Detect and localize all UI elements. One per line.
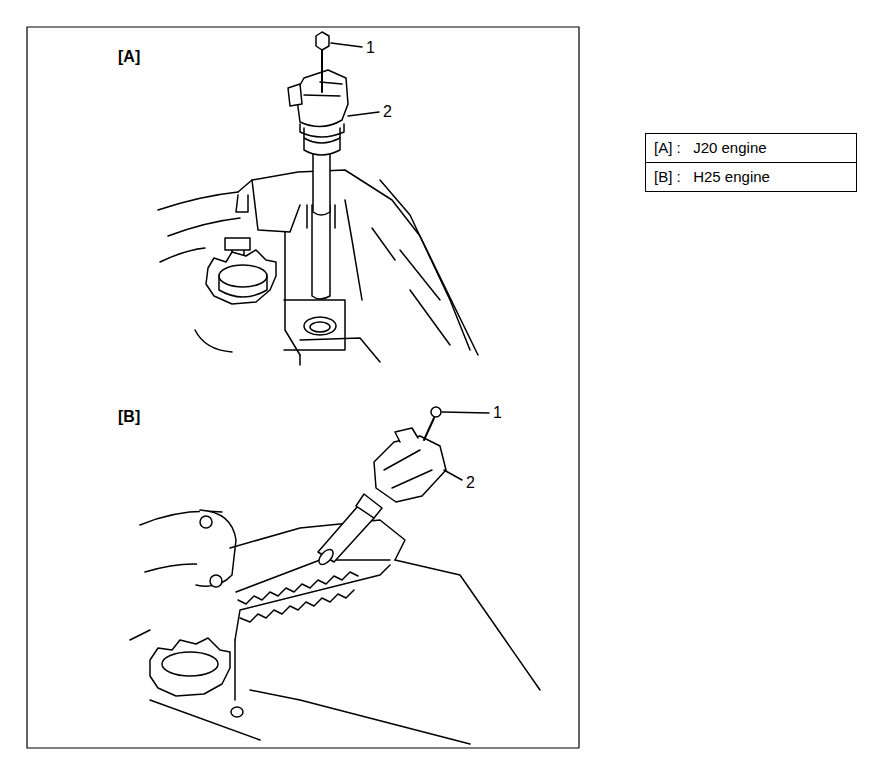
figure-frame: [27, 27, 579, 748]
key-table: [A] : J20 engine[B] : H25 engine: [645, 133, 857, 192]
key-entry: [A] : J20 engine: [646, 134, 856, 162]
panel-tag: [A]: [118, 48, 140, 66]
callout-number: 2: [466, 474, 475, 492]
leader-line: [442, 412, 489, 413]
leader-line: [348, 112, 379, 116]
leader-line: [444, 470, 462, 480]
callout-number: 2: [383, 103, 392, 121]
engine-a-drawing: [158, 32, 478, 365]
panel-tag: [B]: [118, 408, 140, 426]
engine-b-drawing: [130, 407, 540, 744]
key-entry: [B] : H25 engine: [646, 162, 856, 191]
callout-number: 1: [493, 404, 502, 422]
leader-line: [331, 43, 362, 47]
callout-number: 1: [366, 39, 375, 57]
